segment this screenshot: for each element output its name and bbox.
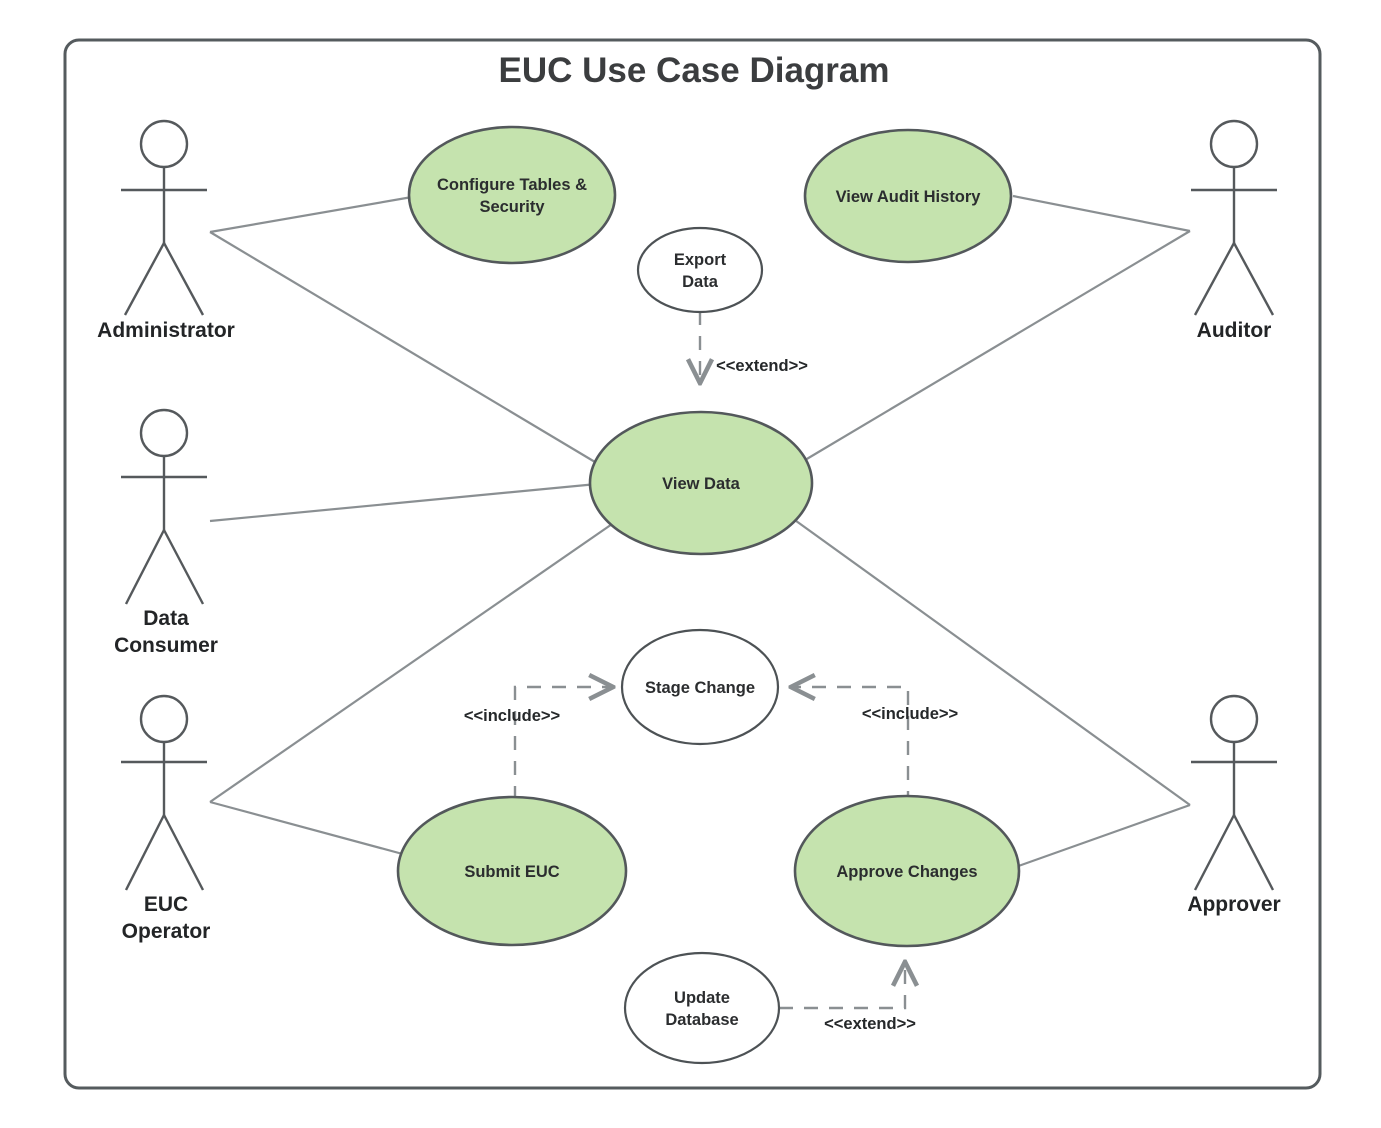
actor-left-leg-icon (124, 529, 166, 605)
usecase-label-line-1: Submit EUC (464, 863, 559, 881)
actor-head-icon (1209, 119, 1259, 169)
diagram-frame (63, 38, 1322, 1090)
actor-label-line-2: Consumer (114, 634, 218, 657)
actor-euc-operator[interactable]: EUC Operator (121, 694, 211, 943)
associations-layer (209, 194, 1191, 871)
assoc-administrator-configure-tables-security (209, 195, 413, 234)
actor-right-leg-icon (1232, 814, 1275, 891)
actor-left-leg-icon (123, 242, 166, 316)
actor-left-leg-icon (124, 814, 166, 891)
actor-left-leg-icon (1193, 242, 1236, 316)
assoc-auditor-view-data (794, 230, 1191, 467)
assoc-auditor-view-audit-history (1012, 194, 1191, 233)
usecase-ellipse[interactable] (407, 125, 617, 265)
actor-label-line-1: Approver (1187, 893, 1280, 916)
usecase-ellipse[interactable] (636, 226, 764, 314)
usecase-configure-tables-security[interactable]: Configure Tables & Security (407, 125, 617, 265)
actor-data-consumer[interactable]: Data Consumer (114, 408, 218, 657)
actor-administrator[interactable]: Administrator (97, 119, 235, 342)
usecase-label-line-1: Stage Change (645, 679, 755, 697)
actor-head-icon (139, 408, 189, 458)
actor-label-line-1: Administrator (97, 319, 235, 342)
actor-right-leg-icon (162, 814, 205, 891)
usecase-ellipse[interactable] (793, 794, 1021, 948)
actor-right-leg-icon (1232, 242, 1275, 316)
usecase-export-data[interactable]: Export Data (636, 226, 764, 314)
extend-label-update-database: <<extend>> (824, 1015, 916, 1033)
usecase-approve-changes[interactable]: Approve Changes (793, 794, 1021, 948)
assoc-administrator-view-data (209, 231, 601, 466)
actor-head-icon (139, 119, 189, 169)
usecase-ellipse[interactable] (620, 628, 780, 746)
usecase-submit-euc[interactable]: Submit EUC (396, 795, 628, 947)
usecase-label-line-1: View Data (662, 475, 740, 493)
usecase-label-line-1: Update (674, 989, 730, 1007)
include-label-submit-euc: <<include>> (464, 707, 560, 725)
usecase-ellipse[interactable] (396, 795, 628, 947)
actor-label-line-1: Auditor (1197, 319, 1272, 342)
page-title: EUC Use Case Diagram (499, 51, 890, 90)
actor-label-line-1: EUC (144, 893, 188, 916)
usecase-label-line-1: Configure Tables & (437, 176, 587, 194)
usecase-update-database[interactable]: Update Database (623, 951, 781, 1065)
usecase-label-line-2: Data (682, 273, 719, 291)
usecase-label-line-2: Security (479, 198, 545, 216)
assoc-approver-approve-changes (1009, 803, 1191, 871)
actor-label-line-2: Operator (122, 920, 211, 943)
actor-label-line-1: Data (143, 607, 189, 630)
relationships-layer: View Data --> <<extend>> Stage Change --… (464, 311, 958, 1033)
usecase-stage-change[interactable]: Stage Change (620, 628, 780, 746)
assoc-data-consumer-view-data (209, 482, 598, 523)
usecase-view-audit-history[interactable]: View Audit History (803, 128, 1013, 264)
assoc-approver-view-data (791, 517, 1191, 806)
actor-auditor[interactable]: Auditor (1191, 119, 1277, 342)
assoc-euc-operator-submit-euc (209, 800, 411, 858)
actor-right-leg-icon (162, 242, 205, 316)
include-label-approve-changes: <<include>> (862, 705, 958, 723)
actor-left-leg-icon (1193, 814, 1236, 891)
usecase-view-data[interactable]: View Data (588, 410, 814, 556)
actor-head-icon (139, 694, 189, 744)
usecase-label-line-1: Export (674, 251, 727, 269)
usecase-label-line-2: Database (665, 1011, 738, 1029)
actor-right-leg-icon (162, 529, 205, 605)
usecase-ellipse[interactable] (803, 128, 1013, 264)
usecase-ellipse[interactable] (588, 410, 814, 556)
rel-update-database-extend-approve-changes (779, 963, 905, 1010)
extend-label-export-data: <<extend>> (716, 357, 808, 375)
usecase-label-line-1: Approve Changes (836, 863, 977, 881)
usecase-ellipse[interactable] (623, 951, 781, 1065)
usecase-label-line-1: View Audit History (836, 188, 982, 206)
rel-submit-euc-include-stage-change (513, 687, 612, 800)
actor-head-icon (1209, 694, 1259, 744)
actor-approver[interactable]: Approver (1187, 694, 1281, 916)
assoc-euc-operator-view-data (209, 521, 616, 803)
